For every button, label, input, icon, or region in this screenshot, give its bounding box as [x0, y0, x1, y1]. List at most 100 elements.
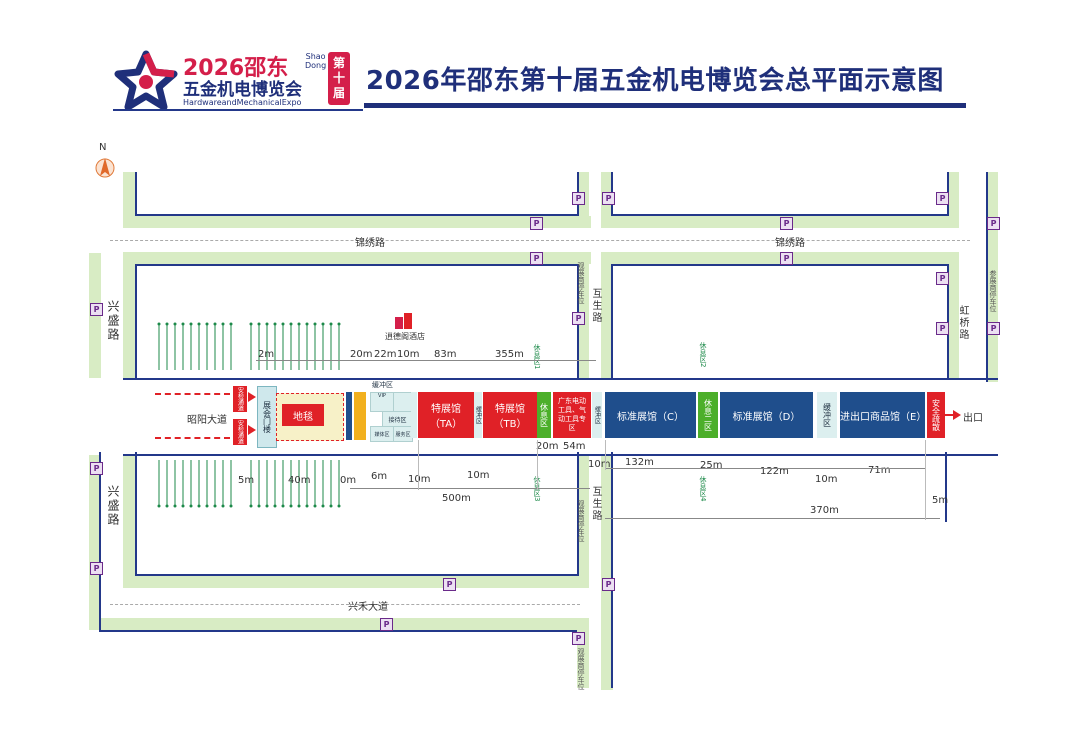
parking-label: 观展商停车位 — [577, 648, 585, 690]
page-title: 2026年邵东第十届五金机电博览会总平面示意图 — [366, 66, 944, 96]
security-bottom-label: 安检通道 — [236, 420, 244, 444]
hall-tb-label: 特展馆（TB） — [493, 404, 527, 430]
block-mid-right — [611, 264, 949, 380]
parking-label: 观展商停车位 — [577, 500, 585, 542]
buffer-zone-2: 缓冲区 — [474, 392, 482, 438]
hotel-label: 逍德阁酒店 — [385, 332, 425, 341]
exit-arrow-line — [945, 414, 955, 416]
carpet-label: 地毯 — [293, 411, 313, 423]
north-label: N — [99, 142, 107, 153]
outer-road-bottom — [99, 630, 577, 632]
hall-e: 进出口商品馆（E） — [840, 392, 926, 438]
buffer-3-label: 缓冲区 — [593, 406, 601, 424]
distance-5m: 5m — [238, 475, 255, 486]
tick-line — [925, 440, 926, 520]
approach-dashes-bottom — [155, 437, 230, 439]
green-belt — [89, 455, 101, 630]
block-bottom-left — [135, 452, 579, 576]
main-avenue — [123, 378, 998, 456]
hotel-icon — [395, 313, 412, 329]
parking-icon: P — [602, 192, 615, 205]
buffer-zone-3: 缓冲区 — [592, 392, 602, 438]
title-underline — [364, 103, 966, 108]
logo-year-text: 2026邵东 — [183, 56, 289, 81]
distance-20m: 20m — [536, 441, 559, 452]
guangdong-zone: 广东电动工具、气动工具专区 — [553, 392, 591, 438]
distance-10m: 10m — [467, 470, 490, 481]
road-husheng-top: 互生路 — [590, 288, 601, 324]
road-xingsheng-top: 兴盛路 — [106, 300, 120, 342]
parking-icon: P — [90, 562, 103, 575]
security-channel-top: 安检通道 — [233, 386, 247, 412]
green-belt — [123, 576, 589, 588]
parking-icon: P — [572, 632, 585, 645]
booth-rows-top — [157, 322, 341, 370]
buffer-2-label: 缓冲区 — [474, 406, 482, 424]
expo-logo: 2026邵东 五金机电博览会 HardwareandMechanicalExpo… — [113, 50, 363, 112]
buffer-1-label: 缓冲区 — [372, 381, 393, 389]
security-arrow-icon — [248, 392, 256, 402]
logo-english-text: HardwareandMechanicalExpo — [183, 98, 302, 107]
hall-d: 标准展馆（D） — [720, 392, 813, 438]
security-exit-label: 安全疏散 — [931, 399, 941, 431]
parking-icon: P — [987, 217, 1000, 230]
distance-0m: 0m — [340, 475, 357, 486]
parking-icon: P — [380, 618, 393, 631]
tick-line — [418, 440, 419, 490]
security-exit: 安全疏散 — [927, 392, 945, 438]
reception-label: 接待区 — [388, 416, 407, 424]
rest-zone-1: 休息区 — [537, 392, 551, 438]
distance-6m: 6m — [371, 471, 388, 482]
logo-dong-text: Dong — [305, 61, 327, 70]
distance-10m: 10m — [408, 474, 431, 485]
hall-c-label: 标准展馆（C） — [617, 411, 684, 423]
tick-line — [537, 440, 538, 490]
logo-shao-text: Shao — [305, 52, 326, 61]
buffer-zone-1-strip — [411, 392, 417, 438]
carpet: 地毯 — [282, 404, 324, 426]
distance-370m: 370m — [810, 505, 839, 516]
parking-icon: P — [780, 252, 793, 265]
parking-icon: P — [443, 578, 456, 591]
block-top-right — [611, 172, 949, 216]
green-belt — [601, 252, 613, 378]
distance-5m: 5m — [932, 495, 949, 506]
parking-icon: P — [90, 462, 103, 475]
tick-line — [605, 440, 606, 470]
block-far-right — [986, 172, 998, 382]
road-hongqiao: 虹桥路 — [957, 305, 968, 341]
logo-name-text: 五金机电博览会 — [183, 80, 302, 100]
entrance-gate: 展会门楼 — [257, 386, 277, 448]
jinxiu-road-line — [110, 240, 970, 241]
service-booth — [354, 392, 366, 440]
vip-area: VIP — [370, 392, 394, 412]
road-husheng-bottom: 互生路 — [590, 486, 601, 522]
green-belt — [123, 455, 135, 588]
rest-1-label: 休息区 — [539, 403, 549, 427]
parking-icon: P — [602, 578, 615, 591]
rest-label: 休息区1 — [533, 344, 541, 370]
parking-icon: P — [530, 217, 543, 230]
hall-tb: 特展馆（TB） — [483, 392, 537, 438]
measure-line — [256, 360, 596, 361]
measure-line — [605, 468, 925, 469]
green-belt — [101, 618, 589, 630]
hall-ta-label: 特展馆（TA） — [429, 404, 463, 430]
xinghe-road-line — [110, 604, 580, 605]
distance-54m: 54m — [563, 441, 586, 452]
parking-label: 观展商停车位 — [577, 262, 585, 304]
distance-25m: 25m — [700, 460, 723, 471]
parking-icon: P — [936, 192, 949, 205]
distance-10m: 10m — [588, 459, 611, 470]
distance-20m: 20m — [350, 349, 373, 360]
service-area: 服务区 — [393, 426, 413, 442]
block-top-left — [135, 172, 579, 216]
rest-label: 休息区4 — [699, 476, 707, 502]
hall-ta: 特展馆（TA） — [418, 392, 474, 438]
green-belt — [123, 252, 135, 378]
shaodong-mark: Shao Dong — [305, 52, 326, 70]
distance-40m: 40m — [288, 475, 311, 486]
road-jinxiu-right: 锦绣路 — [775, 238, 805, 249]
green-belt — [123, 172, 135, 228]
green-belt — [947, 252, 959, 378]
